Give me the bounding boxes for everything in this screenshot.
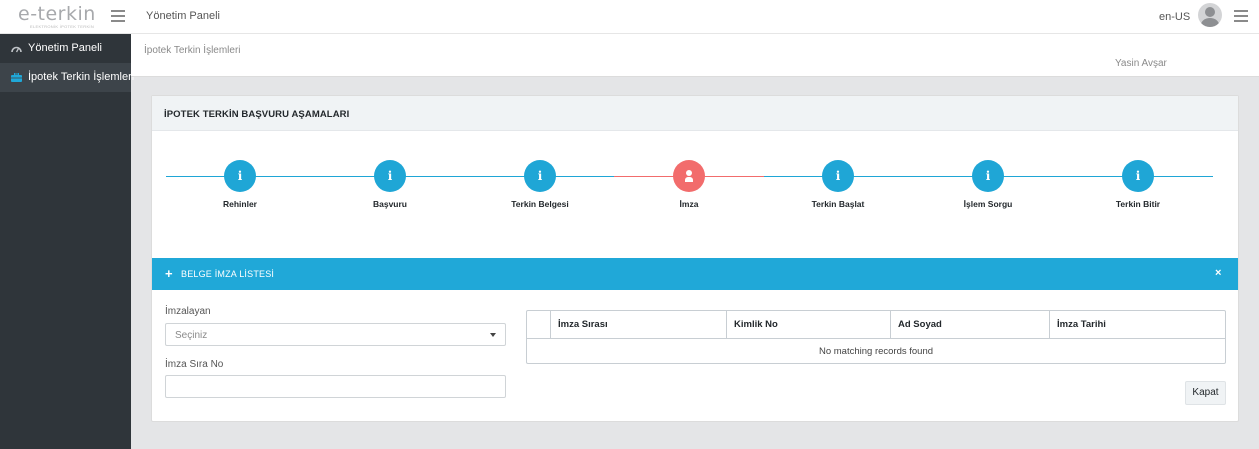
step-label: Terkin Başlat [811,199,865,209]
user-name: Yasin Avşar [1115,58,1167,69]
table-header-ad-soyad[interactable]: Ad Soyad [890,311,1049,339]
dashboard-icon [11,46,22,53]
sidebar-item-label: Yönetim Paneli [28,42,102,54]
briefcase-icon [11,73,22,82]
step-imza[interactable]: İmza [629,160,749,209]
user-icon [673,160,705,192]
info-icon: i [374,160,406,192]
info-icon: i [1122,160,1154,192]
card-title: İPOTEK TERKİN BAŞVURU AŞAMALARI [152,96,1238,131]
step-label: Başvuru [372,199,407,209]
chevron-down-icon [490,333,496,337]
sidebar: Yönetim Paneli İpotek Terkin İşlemleri [0,34,135,449]
table-header-kimlik-no[interactable]: Kimlik No [726,311,890,339]
info-icon: i [524,160,556,192]
info-icon: i [972,160,1004,192]
signer-select[interactable]: Seçiniz [165,323,506,346]
table-header-imza-sirasi[interactable]: İmza Sırası [550,311,726,339]
info-icon: i [224,160,256,192]
table-empty-message: No matching records found [818,346,934,357]
logo-text: e-terkin [18,3,96,25]
table-header-row: İmza Sırası Kimlik No Ad Soyad İmza Tari… [527,311,1225,339]
signer-label: İmzalayan [165,306,211,317]
step-terkin-bitir[interactable]: i Terkin Bitir [1078,160,1198,209]
step-islem-sorgu[interactable]: i İşlem Sorgu [928,160,1048,209]
sidebar-toggle-icon[interactable] [111,10,125,22]
sidebar-item-yonetim-paneli[interactable]: Yönetim Paneli [0,34,131,63]
application-steps-card: İPOTEK TERKİN BAŞVURU AŞAMALARI i Rehinl… [151,95,1239,422]
close-icon[interactable]: × [1215,267,1222,279]
step-terkin-baslat[interactable]: i Terkin Başlat [778,160,898,209]
logo-subtitle: ELEKTRONİK İPOTEK TERKİN [30,24,95,29]
info-icon: i [822,160,854,192]
sidebar-item-label: İpotek Terkin İşlemleri [28,71,135,83]
signature-table: İmza Sırası Kimlik No Ad Soyad İmza Tari… [526,310,1226,364]
content-header: İpotek Terkin İşlemleri Yasin Avşar [131,34,1259,77]
user-avatar-icon[interactable] [1198,3,1222,27]
sidebar-item-ipotek-terkin-islemleri[interactable]: İpotek Terkin İşlemleri [0,63,135,92]
aside-menu-toggle-icon[interactable] [1234,10,1248,22]
step-label: İmza [679,199,699,209]
signature-order-label: İmza Sıra No [165,359,224,370]
panel-title: BELGE İMZA LİSTESİ [181,269,275,279]
step-basvuru[interactable]: i Başvuru [330,160,450,209]
breadcrumb[interactable]: İpotek Terkin İşlemleri [144,45,241,56]
step-label: İşlem Sorgu [963,199,1013,209]
language-selector[interactable]: en-US [1159,11,1191,23]
app-logo[interactable]: e-terkin ELEKTRONİK İPOTEK TERKİN [18,4,103,30]
plus-icon[interactable]: + [165,266,173,281]
top-navbar: e-terkin ELEKTRONİK İPOTEK TERKİN Yöneti… [0,0,1259,34]
step-wizard: i Rehinler i Başvuru i Terkin Belgesi İm… [166,156,1226,216]
step-label: Terkin Bitir [1115,199,1161,209]
step-terkin-belgesi[interactable]: i Terkin Belgesi [480,160,600,209]
close-button[interactable]: Kapat [1185,381,1226,405]
table-header-imza-tarihi[interactable]: İmza Tarihi [1049,311,1225,339]
signature-order-input[interactable] [165,375,506,398]
step-label: Terkin Belgesi [511,199,569,209]
table-header-select[interactable] [527,311,550,339]
step-label: Rehinler [222,199,257,209]
signature-list-panel-header[interactable]: + BELGE İMZA LİSTESİ × [152,258,1238,290]
signer-select-value: Seçiniz [175,330,208,341]
top-nav-title[interactable]: Yönetim Paneli [146,10,220,22]
step-rehinler[interactable]: i Rehinler [180,160,300,209]
